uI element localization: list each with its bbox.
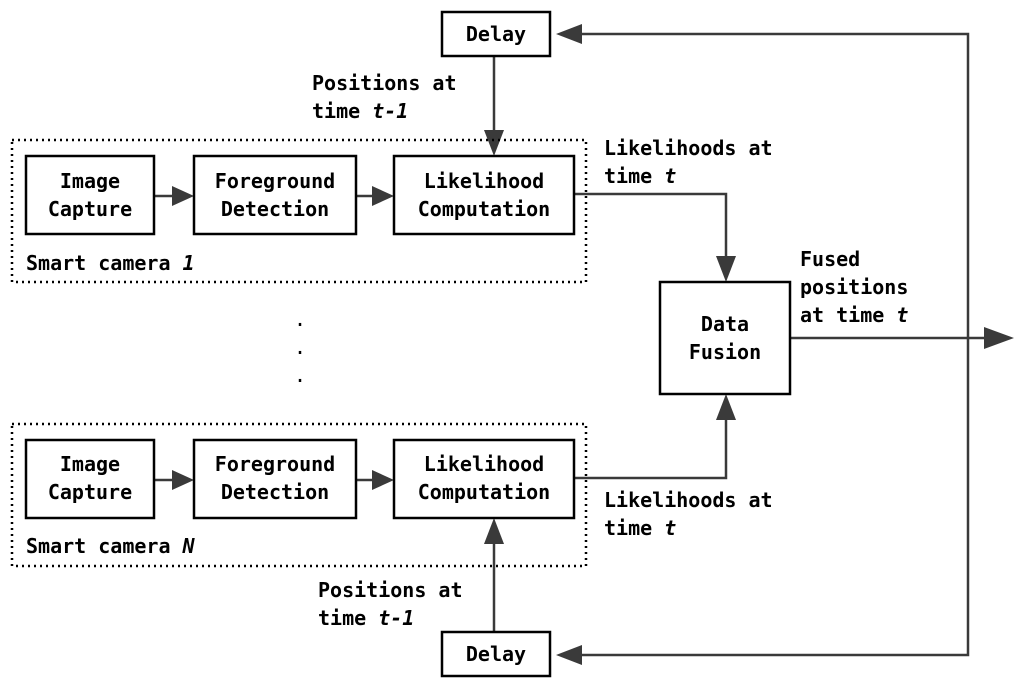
ellipsis-dot-2: . [294, 335, 306, 359]
arrow-camN-foreground [172, 470, 194, 490]
positions-top-label-2: time t-1 [312, 99, 408, 123]
arrow-to-cam1-likelihood [484, 130, 504, 156]
likelihoods-bottom-label-1: Likelihoods at [604, 488, 773, 512]
delay-top-box: Delay [440, 10, 552, 58]
smart-camera-1-label: Smart camera 1 [26, 251, 195, 275]
smart-camera-n-frame [10, 422, 588, 568]
smart-camera-1-frame [10, 138, 588, 284]
arrow-cam1-foreground [172, 186, 194, 206]
data-fusion-label-1: Data [701, 312, 749, 336]
cam1-likelihood-label-2: Computation [418, 197, 550, 221]
data-fusion-label-2: Fusion [689, 340, 761, 364]
cam1-foreground-label-2: Detection [221, 197, 329, 221]
cam1-image-capture-label-1: Image [60, 169, 120, 193]
likelihoods-top-label-1: Likelihoods at [604, 136, 773, 160]
fused-positions-label-2: positions [800, 275, 908, 299]
camN-foreground-label-2: Detection [221, 480, 329, 504]
cam1-foreground-detection-box: Foreground Detection [192, 154, 358, 236]
arrow-to-camN-likelihood [484, 518, 504, 544]
ellipsis-dot-3: . [294, 363, 306, 387]
delay-top-label: Delay [466, 22, 526, 46]
likelihoods-bottom-label-2: time t [604, 516, 676, 540]
camN-likelihood-label-1: Likelihood [424, 452, 544, 476]
camN-foreground-detection-box: Foreground Detection [192, 438, 358, 520]
camN-image-capture-label-2: Capture [48, 480, 132, 504]
cam1-image-capture-label-2: Capture [48, 197, 132, 221]
cam1-foreground-label-1: Foreground [215, 169, 335, 193]
positions-top-label-1: Positions at [312, 71, 457, 95]
feedback-wire-bottom [580, 338, 970, 657]
data-fusion-box: Data Fusion [658, 280, 792, 396]
arrow-to-delay-bottom [556, 645, 582, 665]
camN-to-fusion-wire [574, 418, 728, 480]
fused-positions-label-1: Fused [800, 247, 860, 271]
camN-foreground-label-1: Foreground [215, 452, 335, 476]
arrowheads [172, 24, 1014, 665]
vertical-ellipsis: . . . [294, 307, 306, 387]
ellipsis-dot-1: . [294, 307, 306, 331]
arrow-cam1-likelihood [372, 186, 394, 206]
delay-bottom-label: Delay [466, 642, 526, 666]
camN-likelihood-computation-box: Likelihood Computation [392, 438, 576, 520]
positions-bottom-label-2: time t-1 [318, 606, 414, 630]
arrow-camN-to-fusion [716, 394, 736, 420]
camN-image-capture-label-1: Image [60, 452, 120, 476]
arrow-cam1-to-fusion [716, 256, 736, 282]
likelihoods-top-label-2: time t [604, 164, 676, 188]
positions-bottom-label-1: Positions at [318, 578, 463, 602]
delay-bottom-box: Delay [440, 630, 552, 678]
cam1-likelihood-computation-box: Likelihood Computation [392, 154, 576, 236]
feedback-wire-top [580, 32, 970, 338]
camN-image-capture-box: Image Capture [24, 438, 156, 520]
cam1-likelihood-label-1: Likelihood [424, 169, 544, 193]
cam1-image-capture-box: Image Capture [24, 154, 156, 236]
arrow-fusion-output [984, 327, 1014, 349]
camN-likelihood-label-2: Computation [418, 480, 550, 504]
wires [154, 32, 986, 657]
arrow-camN-likelihood [372, 470, 394, 490]
arrow-to-delay-top [556, 24, 582, 44]
fused-positions-label-3: at time t [800, 303, 908, 327]
smart-camera-n-label: Smart camera N [26, 534, 196, 558]
cam1-to-fusion-wire [574, 192, 728, 260]
